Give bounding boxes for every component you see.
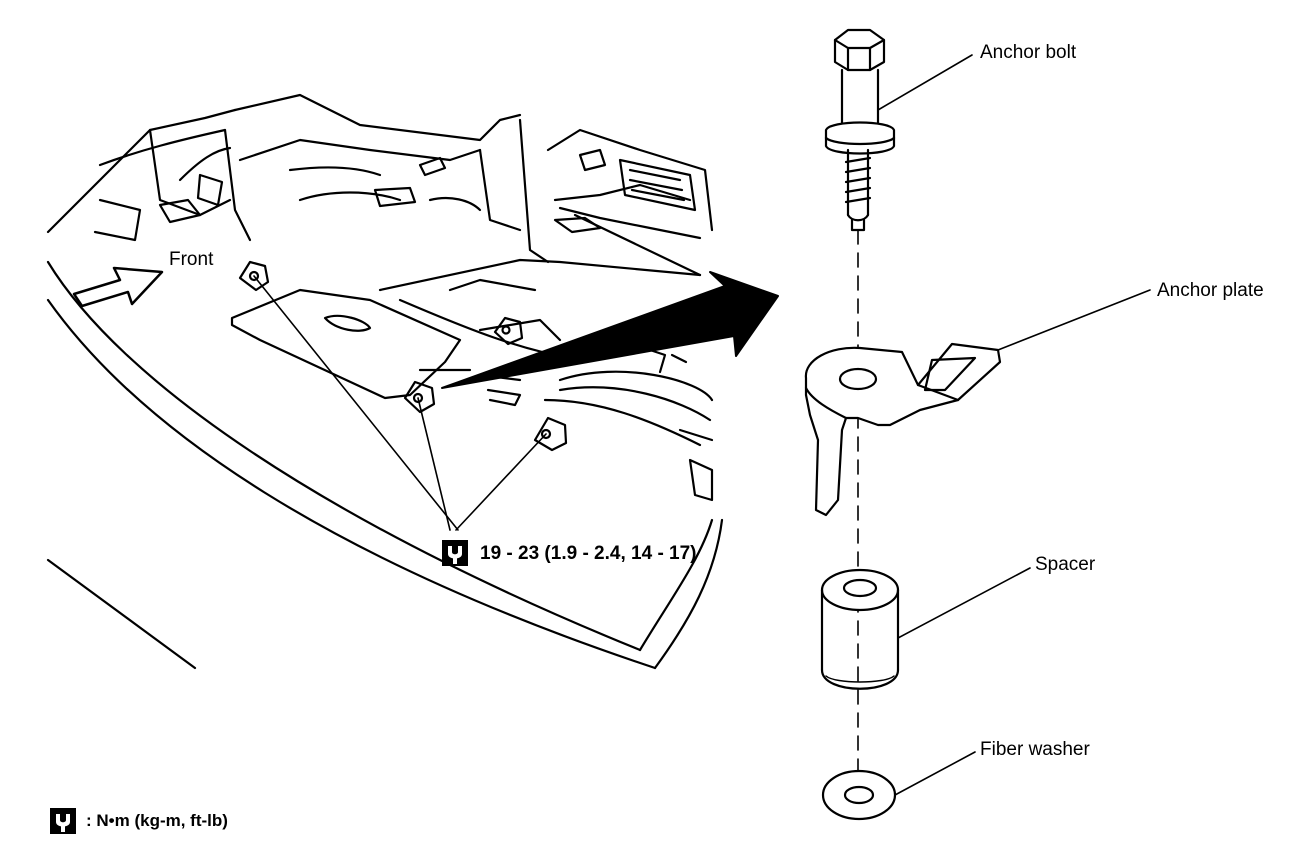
anchor-plate-leader — [997, 289, 1151, 351]
trunk-clip-right — [533, 416, 568, 452]
anchor-bolt-part — [824, 28, 896, 232]
legend-units-label: : N•m (kg-m, ft-lb) — [86, 811, 228, 830]
fiber-washer-label: Fiber washer — [980, 739, 1090, 760]
spacer-part — [820, 568, 900, 690]
spacer-leader — [897, 567, 1031, 639]
anchor-bolt-label: Anchor bolt — [980, 42, 1077, 63]
trunk-clip-rear — [493, 316, 524, 346]
torque-spec-label: 19 - 23 (1.9 - 2.4, 14 - 17) — [480, 543, 697, 564]
spacer-label: Spacer — [1035, 554, 1096, 575]
trunk-clip-lower — [403, 380, 436, 414]
fiber-washer-leader — [894, 751, 976, 796]
torque-wrench-icon — [50, 808, 76, 834]
trunk-illustration — [46, 93, 724, 670]
anchor-bolt-leader — [877, 54, 973, 111]
front-arrow-icon — [72, 266, 164, 308]
trunk-clip-upper-left — [238, 260, 270, 292]
anchor-plate-label: Anchor plate — [1157, 280, 1264, 301]
detail-pointer-arrow — [441, 271, 779, 389]
anchor-plate-part — [804, 342, 1002, 517]
fiber-washer-part — [821, 769, 897, 821]
front-label: Front — [169, 249, 214, 270]
torque-wrench-icon — [442, 540, 468, 566]
